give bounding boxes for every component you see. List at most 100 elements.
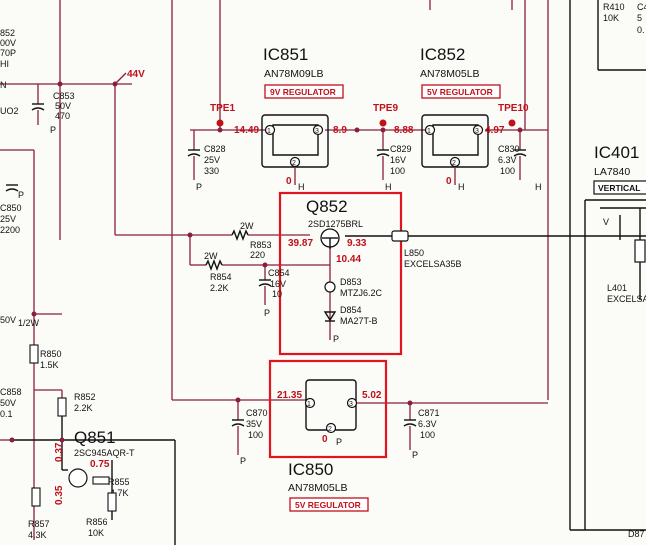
d854-ground: P (333, 334, 339, 344)
ic851-output-voltage: 8.9 (333, 125, 347, 136)
ic851-name: IC851 (263, 45, 308, 64)
junction-dots (9, 81, 523, 443)
r852-value: 2.2K (74, 403, 93, 413)
c871-name: C871 (418, 408, 440, 418)
d854-name: D854 (340, 305, 362, 315)
ic850-pin1: 1 (307, 401, 311, 408)
c828-value: 330 (204, 166, 219, 176)
ic852-ground-voltage: 0 (446, 176, 452, 187)
r857-value: 4.3K (28, 530, 47, 540)
c853-ground: P (50, 125, 56, 135)
c5-partial: 5 (637, 13, 642, 23)
c858-value: 0.1 (0, 409, 13, 419)
r853-wattage: 2W (240, 221, 254, 231)
ic851-part: AN78M09LB (264, 68, 324, 80)
ic401-label: VERTICAL (598, 183, 641, 193)
ic851-ground-voltage: 0 (286, 176, 292, 187)
resistor-r857: R857 4.3K (28, 487, 50, 540)
q852-block: Q852 2SD1275BRL 39.87 9.33 10.44 D853 MT… (278, 191, 403, 356)
ic850-regulator: 1 3 2 21.35 5.02 0 P IC850 AN78M05LB 5V … (268, 359, 388, 512)
c858-name: C858 (0, 387, 22, 397)
ic852-pin2: 2 (452, 160, 456, 167)
l850-part: EXCELSA35B (404, 259, 462, 269)
q852-part: 2SD1275BRL (308, 219, 363, 229)
top-left-text-5: N (0, 80, 7, 90)
q851-name: Q851 (74, 428, 116, 447)
c829-ground: H (385, 182, 392, 192)
ic850-ground-voltage: 0 (322, 434, 328, 445)
ic852-input-voltage: 8.88 (394, 125, 414, 136)
ic852-test-point-in: TPE9 (373, 103, 398, 114)
q852-collector-voltage: 10.44 (336, 254, 361, 265)
ic851-label-box (264, 84, 344, 99)
c4-partial: C4 (637, 2, 646, 12)
c870-value: 100 (248, 430, 263, 440)
c829-value: 100 (390, 166, 405, 176)
resistor-r856: R856 10K (86, 492, 117, 538)
c830-name: C830 (498, 144, 520, 154)
top-left-partial-labels: 852 00V 70P HI N UO2 (0, 28, 19, 116)
ic851-label: 9V REGULATOR (270, 87, 336, 97)
voltage-44v: 44V (127, 69, 145, 80)
ic850-pin3: 3 (349, 401, 353, 408)
capacitor-c870: C870 35V 100 P (231, 408, 268, 466)
c870-voltage: 35V (246, 419, 262, 429)
voltage-44v-marker: 44V (114, 69, 145, 85)
c853-voltage: 50V (55, 101, 71, 111)
capacitor-c850-partial: C850 25V 2200 P (0, 184, 24, 235)
capacitor-c830: C830 6.3V 100 H (498, 144, 542, 192)
ic852-label-box (421, 84, 501, 99)
ic851-input-voltage: 14.49 (234, 125, 259, 136)
resistor-r850: 1/2W R850 1.5K (18, 318, 62, 370)
c829-name: C829 (390, 144, 412, 154)
ic852-test-point-out: TPE10 (498, 103, 529, 114)
q851-emitter-voltage: 0.75 (90, 459, 110, 470)
right-top-partial: R410 10K C4 5 0. (603, 2, 646, 35)
c828-voltage: 25V (204, 155, 220, 165)
ic850-pin2: 2 (328, 426, 332, 433)
ic852-regulator: IC852 AN78M05LB 5V REGULATOR 1 3 2 0 H 8… (373, 45, 529, 192)
r850-name: R850 (40, 349, 62, 359)
c850-ground: P (18, 190, 24, 200)
r854-wattage: 2W (204, 251, 218, 261)
d87-partial: D87 (628, 529, 645, 539)
ic850-highlight-box (268, 359, 388, 459)
ic401-name: IC401 (594, 143, 639, 162)
d853-part: MTZJ6.2C (340, 288, 383, 298)
resistor-r853: 2W R853 220 (231, 221, 272, 260)
r410-name: R410 (603, 2, 625, 12)
l401-part: EXCELSA (607, 294, 646, 304)
r857-name: R857 (28, 519, 50, 529)
ic851-pin3: 3 (315, 128, 319, 135)
c830-voltage: 6.3V (498, 155, 517, 165)
capacitor-c871: C871 6.3V 100 P (403, 408, 440, 460)
r853-value: 220 (250, 250, 265, 260)
top-left-text-1: 852 (0, 28, 15, 38)
ic852-name: IC852 (420, 45, 465, 64)
r850-wattage: 1/2W (18, 318, 40, 328)
ic851-ground-label: H (298, 182, 305, 192)
c850-voltage: 25V (0, 214, 16, 224)
ic852-pin1: 1 (427, 128, 431, 135)
capacitor-c853: C853 50V 470 P (31, 91, 75, 135)
resistor-r855: R855 4.7K (92, 476, 130, 498)
ic851-pin2: 2 (292, 160, 296, 167)
c829-voltage: 16V (390, 155, 406, 165)
left-bottom-partial: 50V (0, 315, 16, 325)
ic851-regulator: IC851 AN78M09LB 9V REGULATOR 1 3 2 0 H 1… (210, 45, 347, 192)
r855-value: 4.7K (110, 488, 129, 498)
capacitor-c828: C828 25V 330 P (187, 144, 226, 192)
ic401: IC401 LA7840 VERTICAL V L401 EXCELSA (593, 143, 646, 304)
r856-name: R856 (86, 517, 108, 527)
c871-value: 100 (420, 430, 435, 440)
top-left-text-6: UO2 (0, 106, 19, 116)
q852-name: Q852 (306, 197, 348, 216)
q851-base-voltage: 0.37 (54, 442, 65, 462)
top-left-text-2: 00V (0, 38, 16, 48)
c828-ground: P (196, 182, 202, 192)
ic852-part: AN78M05LB (420, 68, 480, 80)
resistor-r854: 2W R854 2.2K (204, 251, 232, 293)
resistor-r852: R852 2.2K (57, 392, 96, 417)
ic852-ground-label: H (458, 182, 465, 192)
